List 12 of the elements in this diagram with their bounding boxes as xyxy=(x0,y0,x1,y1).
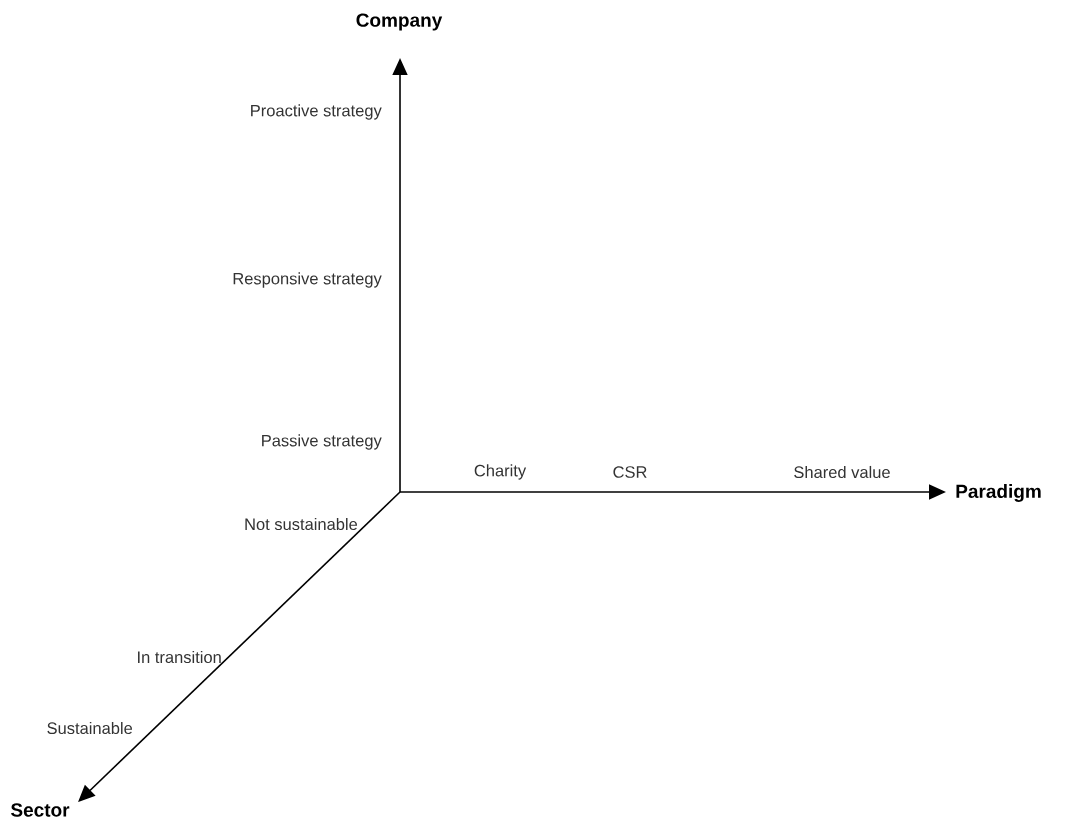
axis-title: Paradigm xyxy=(956,484,1041,502)
axis-tick-label: Shared value xyxy=(794,465,890,479)
axis-title: Company xyxy=(356,13,443,31)
axis-tick-label: Sustainable xyxy=(47,721,133,735)
axis-title: Sector xyxy=(11,803,70,817)
axis-tick-label: Charity xyxy=(474,464,527,480)
axis-tick-label: Responsive strategy xyxy=(233,272,382,288)
axis-tick-label: In transition xyxy=(138,650,221,664)
axis-tick-label: CSR xyxy=(613,466,647,478)
axis-tick-label: Passive strategy xyxy=(262,434,382,450)
axis-tick-label: Proactive strategy xyxy=(251,104,382,120)
axis-tick-label: Not sustainable xyxy=(245,517,358,531)
